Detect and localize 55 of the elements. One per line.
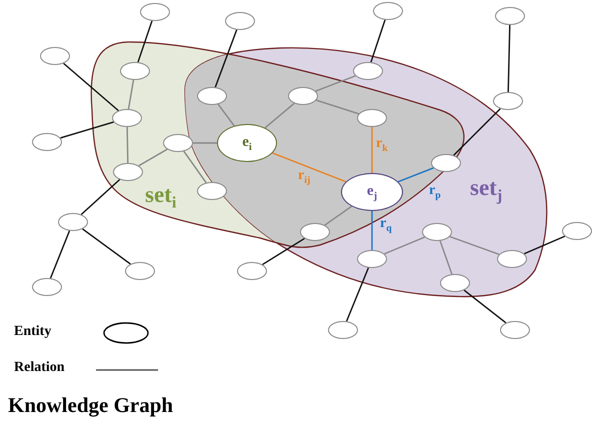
- relation-line: [346, 267, 370, 322]
- relation-line: [508, 24, 510, 92]
- relation-line: [50, 230, 70, 279]
- relation-line: [316, 100, 359, 114]
- relation-label: r$_{ij}$: [298, 168, 310, 186]
- relation-line: [272, 152, 346, 182]
- relation-line: [218, 104, 235, 126]
- entity-ellipse: [40, 47, 70, 65]
- relation-line: [63, 62, 119, 112]
- relation-line: [137, 20, 153, 62]
- relation-line: [214, 30, 238, 88]
- entity-ellipse: [125, 262, 155, 280]
- relation-line: [138, 148, 168, 166]
- relation-line: [80, 179, 120, 215]
- caption: Knowledge Graph: [8, 393, 174, 418]
- entity-ellipse: [140, 3, 170, 21]
- relation-line: [453, 108, 501, 156]
- relation-line: [464, 290, 506, 324]
- relation-line: [371, 211, 373, 250]
- relation-line: [384, 236, 425, 255]
- relation-line: [524, 236, 566, 254]
- entity-ellipse: [32, 278, 62, 296]
- entity-ellipse: [500, 321, 530, 339]
- entity-ellipse: [225, 12, 255, 30]
- relation-line: [60, 121, 114, 139]
- relation-line: [128, 80, 134, 110]
- entity-ellipse: [373, 2, 403, 20]
- entity-ellipse: [328, 321, 358, 339]
- legend-label: Entity: [14, 324, 52, 340]
- relation-line: [126, 126, 129, 164]
- set-label: set$_{j}$: [470, 175, 502, 206]
- relation-line: [183, 150, 207, 184]
- entity-ellipse: [32, 133, 62, 151]
- relation-label: r$_{p}$: [429, 183, 441, 201]
- relation-line: [370, 20, 386, 62]
- relation-line: [450, 236, 500, 256]
- relation-line: [82, 228, 131, 265]
- entity-ellipse: [58, 213, 88, 231]
- relation-line: [193, 142, 217, 144]
- entity-ellipse: [237, 262, 267, 280]
- relation-line: [324, 206, 352, 226]
- entity-ellipse: [493, 92, 523, 110]
- relation-line: [264, 102, 295, 128]
- entity-ellipse: [562, 222, 592, 240]
- entity-label: e$_{i}$: [242, 134, 252, 152]
- entity-label: e$_{j}$: [366, 182, 378, 202]
- relation-line: [315, 75, 356, 92]
- relation-label: r$_{k}$: [376, 136, 388, 154]
- relation-line: [439, 240, 453, 274]
- relation-line: [398, 167, 434, 182]
- relation-line: [371, 127, 373, 173]
- entity-ellipse: [495, 7, 525, 25]
- legend-label: Relation: [14, 360, 65, 376]
- set-label: set$_{i}$: [145, 182, 176, 213]
- relation-label: r$_{q}$: [380, 216, 392, 234]
